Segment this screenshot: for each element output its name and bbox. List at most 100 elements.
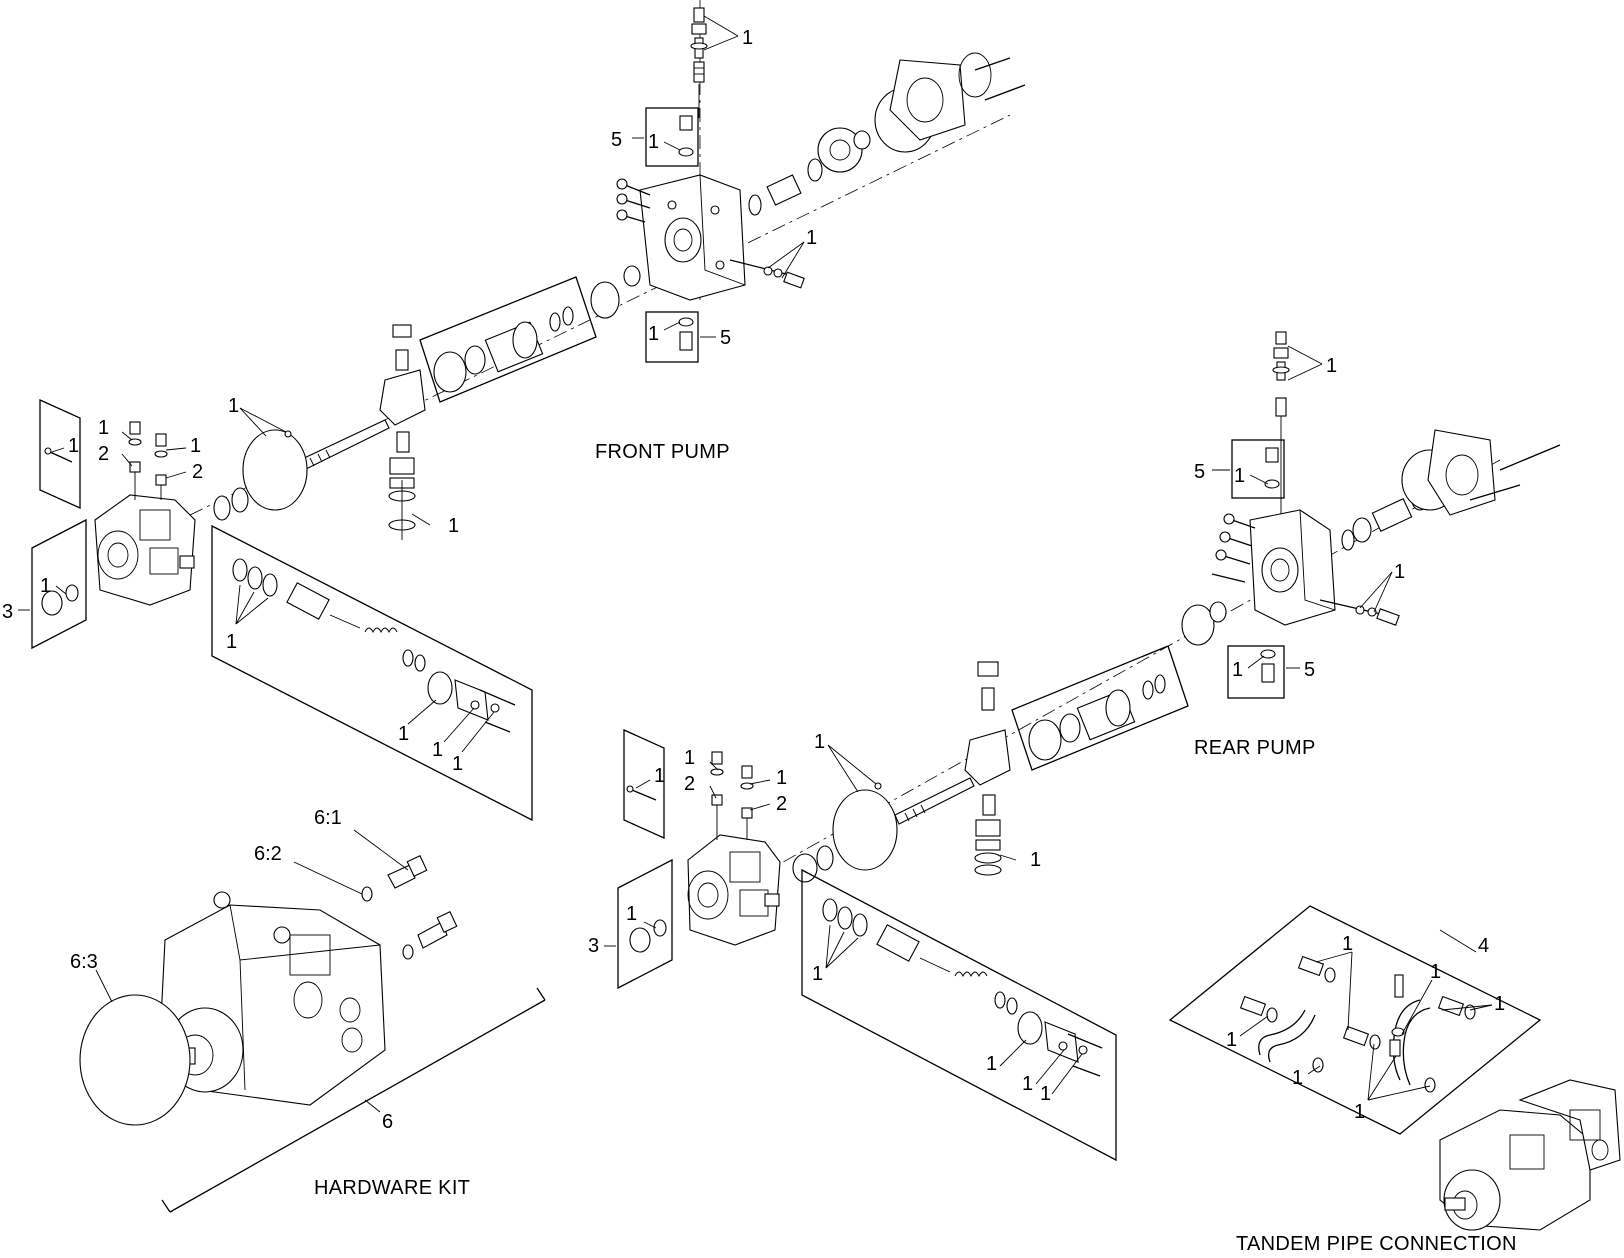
callout-tandem-1b: 1 (1430, 961, 1441, 983)
callout-tandem-4: 4 (1478, 935, 1489, 957)
callout-rear-ctrl-1d: 1 (1040, 1083, 1051, 1105)
rear-rotating-group (1028, 674, 1166, 761)
callout-front-pin-1: 1 (68, 435, 79, 457)
callout-front-ctrl-1a: 1 (226, 631, 237, 653)
caption-hardware-kit: HARDWARE KIT (314, 1177, 470, 1199)
rear-top-stem (1272, 331, 1290, 520)
rear-drive-shaft (894, 777, 975, 825)
hardware-kit-oring (79, 994, 191, 1126)
callout-hardware-6: 6 (382, 1111, 393, 1133)
front-shaft-seal (231, 487, 249, 513)
rear-side-fittings (1319, 599, 1400, 626)
callout-rear-box-5-bottom: 5 (1304, 659, 1315, 681)
front-top-stem (690, 7, 708, 118)
caption-tandem-pipe: TANDEM PIPE CONNECTION (1236, 1233, 1517, 1255)
front-endcap-body (94, 494, 196, 606)
callout-rear-pin-1: 1 (654, 765, 665, 787)
callout-tandem-1d: 1 (1226, 1029, 1237, 1051)
front-right-parts (748, 52, 1026, 216)
rear-shaft-oring (832, 789, 898, 871)
rear-relief-box-bottom (1227, 645, 1285, 699)
callout-hardware-6-2: 6:2 (254, 843, 282, 865)
callout-rear-ctrl-1b: 1 (986, 1053, 997, 1075)
rear-pump-assembly (617, 331, 1561, 1162)
callout-rear-fit-2b: 2 (776, 793, 787, 815)
rear-swashplate (964, 661, 1011, 876)
callout-front-snap-1: 1 (40, 575, 51, 597)
callout-rear-box-1-top: 1 (1234, 465, 1245, 487)
callout-front-ctrl-1d: 1 (452, 753, 463, 775)
callout-rear-ctrl-1a: 1 (812, 963, 823, 985)
callout-rear-side-1: 1 (1394, 561, 1405, 583)
hardware-kit-bracket-line (169, 999, 546, 1213)
front-side-fittings (729, 259, 805, 289)
callout-front-box-5-bottom: 5 (720, 327, 731, 349)
callout-rear-swash-1: 1 (1030, 849, 1041, 871)
rear-control-parts (822, 898, 1103, 1077)
front-center-housing (639, 174, 746, 301)
tandem-pipe-group (1168, 905, 1621, 1231)
callout-front-side-1: 1 (806, 227, 817, 249)
front-pump-assembly (31, 0, 1026, 822)
callout-front-fit-1a: 1 (98, 417, 109, 439)
callout-front-box-5-top: 5 (611, 129, 622, 151)
callout-front-fit-1b: 1 (190, 435, 201, 457)
tandem-pipe-box (1168, 905, 1542, 1135)
callout-front-fit-2b: 2 (192, 461, 203, 483)
front-swashplate (379, 324, 426, 540)
callout-hardware-6-1: 6:1 (314, 807, 342, 829)
callout-front-top-1: 1 (742, 27, 753, 49)
callout-front-ctrl-1c: 1 (432, 739, 443, 761)
callout-hardware-6-3: 6:3 (70, 951, 98, 973)
callout-rear-box-1-bottom: 1 (1232, 659, 1243, 681)
callout-front-box-1-bottom: 1 (648, 323, 659, 345)
front-shaft-oring (242, 429, 308, 511)
leader-lines (18, 15, 1493, 1113)
callout-front-fit-2a: 2 (98, 443, 109, 465)
hardware-kit-group (79, 855, 546, 1213)
tandem-pipe-parts (1239, 955, 1476, 1093)
front-rotating-group-box (419, 276, 597, 403)
rear-control-box (801, 868, 1117, 1162)
rear-center-housing (1249, 509, 1336, 626)
callout-rear-snap-1: 1 (626, 903, 637, 925)
callout-labels: 1 5 1 1 1 5 1 1 1 2 1 2 1 1 3 1 1 1 1 1 … (2, 27, 1505, 1133)
callout-tandem-1a: 1 (1342, 933, 1353, 955)
callout-tandem-1c: 1 (1494, 993, 1505, 1015)
rear-housing-bolts (1211, 513, 1256, 583)
rear-right-parts (1341, 429, 1561, 551)
callout-rear-oring-1: 1 (814, 731, 825, 753)
callout-front-ctrl-1b: 1 (398, 723, 409, 745)
callout-front-snap-3: 3 (2, 601, 13, 623)
front-relief-box-top (645, 107, 699, 167)
rear-pin-box (623, 728, 665, 840)
rear-rotating-group-box (1011, 645, 1189, 771)
caption-rear-pump: REAR PUMP (1194, 737, 1316, 759)
callout-rear-fit-1b: 1 (776, 767, 787, 789)
callout-rear-fit-2a: 2 (684, 773, 695, 795)
hardware-kit-bolts (361, 855, 458, 960)
front-control-parts (232, 558, 516, 733)
callout-rear-top-1: 1 (1326, 355, 1337, 377)
callout-rear-fit-1a: 1 (684, 747, 695, 769)
callout-tandem-1e: 1 (1292, 1067, 1303, 1089)
hardware-kit-pump (159, 891, 386, 1106)
front-housing-bolts (616, 178, 651, 223)
rear-snapring-box (617, 858, 673, 990)
callout-tandem-1f: 1 (1354, 1101, 1365, 1123)
rear-port-plate (1181, 604, 1215, 646)
callout-front-box-1-top: 1 (648, 131, 659, 153)
rear-relief-box-top (1231, 439, 1285, 499)
front-port-plate (590, 281, 620, 319)
front-pin-box (39, 398, 81, 510)
callout-rear-box-5-top: 5 (1194, 461, 1205, 483)
tandem-pump-illustration (1439, 1079, 1621, 1231)
callout-rear-ctrl-1c: 1 (1022, 1073, 1033, 1095)
callout-front-swash-1: 1 (448, 515, 459, 537)
caption-front-pump: FRONT PUMP (595, 441, 730, 463)
front-bearing (623, 265, 641, 287)
front-rotating-group (433, 306, 574, 393)
callout-front-oring-1: 1 (228, 395, 239, 417)
